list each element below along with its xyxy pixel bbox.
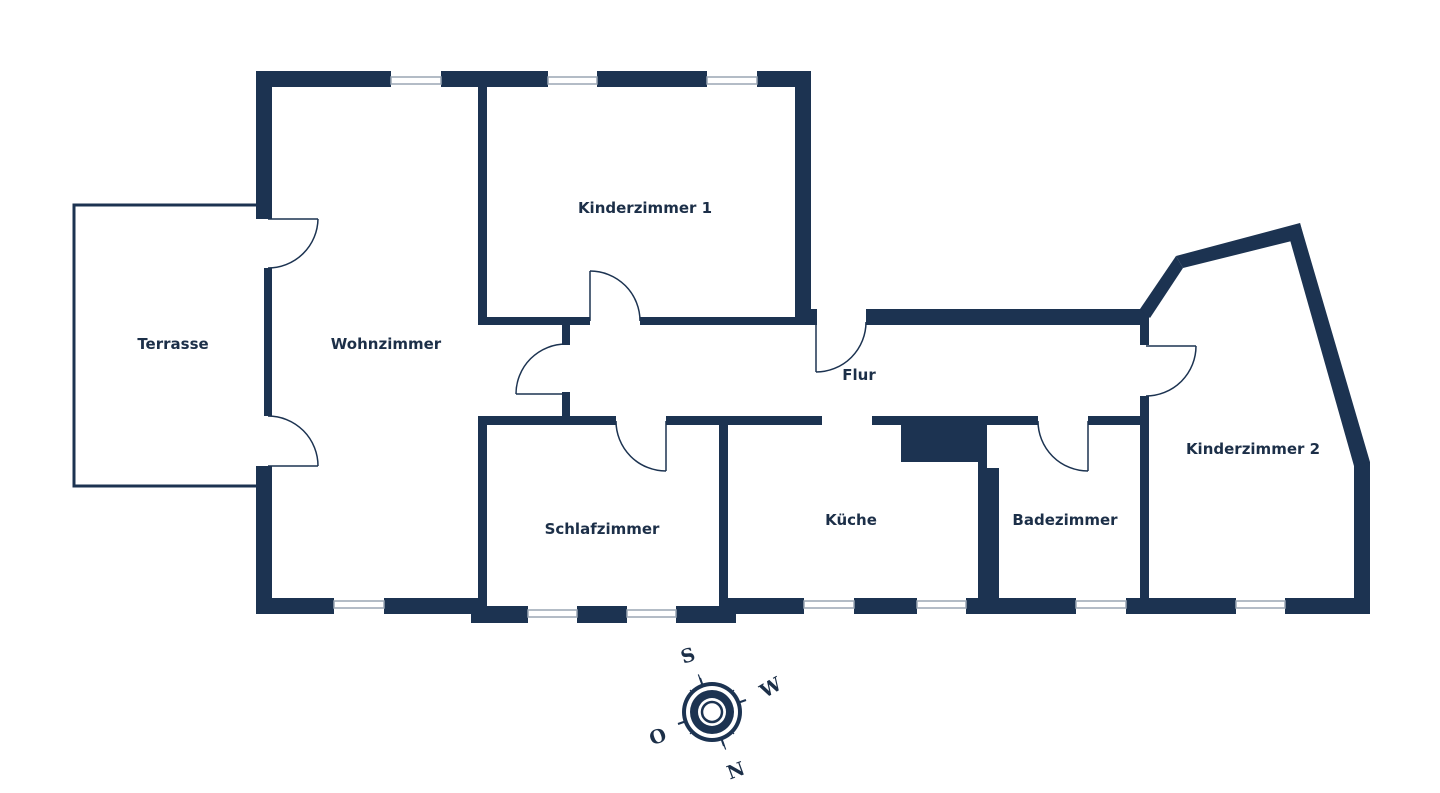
label-kueche: Küche xyxy=(825,511,877,529)
label-kinderzimmer-2: Kinderzimmer 2 xyxy=(1186,440,1320,458)
compass: S W O N xyxy=(646,643,786,784)
room-labels: Terrasse Wohnzimmer Kinderzimmer 1 Flur … xyxy=(137,199,1320,538)
label-badezimmer: Badezimmer xyxy=(1012,511,1118,529)
compass-south: S xyxy=(678,643,698,668)
angled-walls xyxy=(1140,223,1370,466)
walls xyxy=(256,71,1370,623)
label-schlafzimmer: Schlafzimmer xyxy=(545,520,660,538)
windows xyxy=(333,76,1286,618)
doors xyxy=(267,218,1197,472)
label-kinderzimmer-1: Kinderzimmer 1 xyxy=(578,199,712,217)
terrace-outline xyxy=(72,203,262,488)
label-wohnzimmer: Wohnzimmer xyxy=(331,335,442,353)
label-flur: Flur xyxy=(842,366,876,384)
label-terrasse: Terrasse xyxy=(137,335,208,353)
compass-east: O xyxy=(646,724,669,750)
compass-west: W xyxy=(755,673,786,704)
compass-north: N xyxy=(724,758,748,785)
